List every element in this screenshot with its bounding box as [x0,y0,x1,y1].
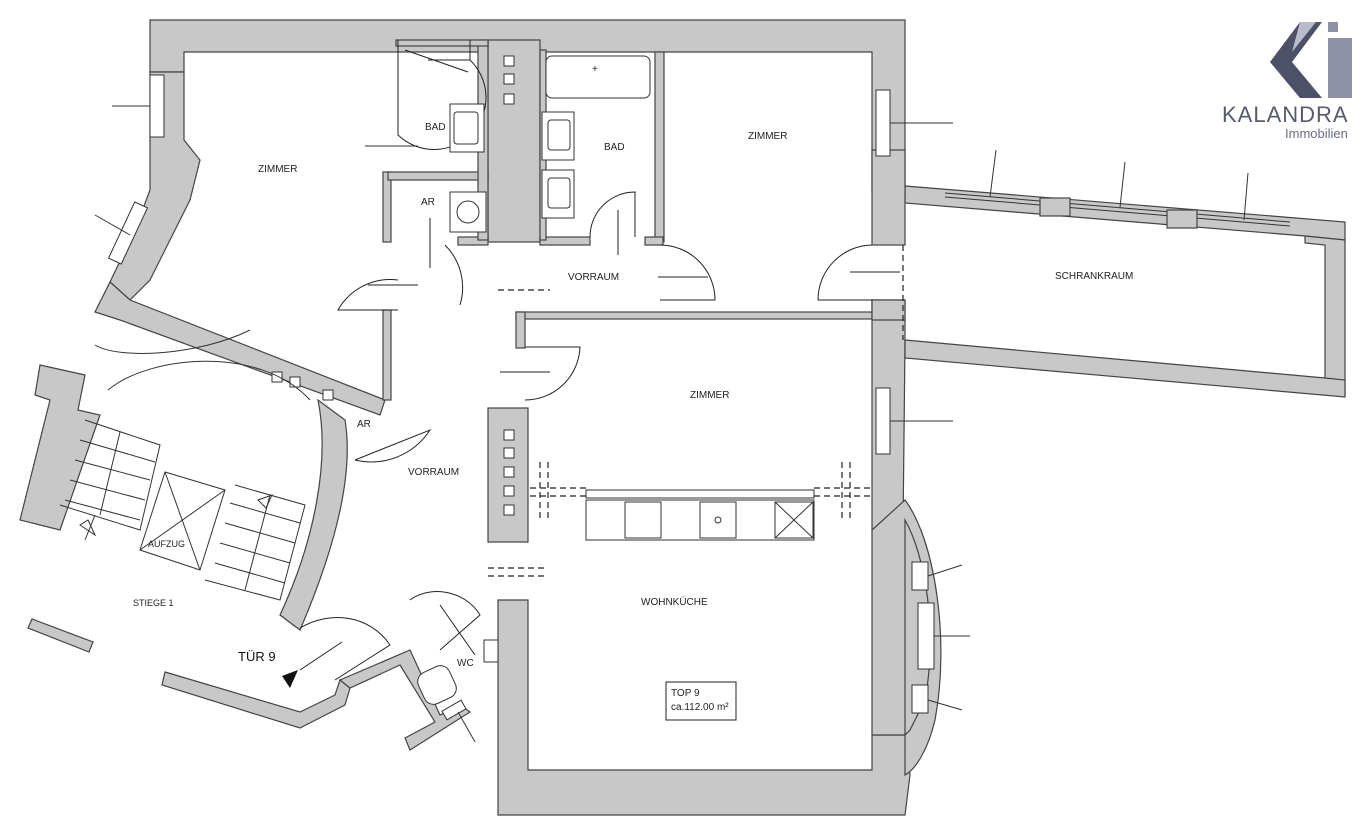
wall-part-12 [382,309,392,401]
entry-arrow-icon [282,670,298,688]
bathtub [545,55,651,99]
label-wohnkueche: WOHNKÜCHE [641,596,708,608]
wall-part-2 [515,311,526,349]
windows [94,74,1291,743]
wall-stair-left [19,364,101,531]
wall-schrank-bottom [904,339,1346,398]
toilet-wc [417,665,457,705]
label-bad-left: BAD [425,122,446,133]
window-zimmer-top [875,89,891,157]
room-labels: ZIMMER BAD AR BAD ZIMMER SCHRANKRAUM VOR… [133,122,1133,669]
wall-part-4 [387,171,489,181]
wall-door-frag [27,618,94,653]
brand-logo: KALANDRA Immobilien [1222,22,1352,141]
label-stiege: STIEGE 1 [133,598,174,608]
wall-stair-curve [279,398,348,631]
logo-mark-icon [1270,22,1322,98]
wall-part-8 [644,236,664,246]
window-bay-1 [911,561,929,591]
fixtures: + [271,55,815,705]
unit-area: ca.112.00 m² [671,702,729,713]
wall-schrank-right [1304,235,1346,396]
label-tuer: TÜR 9 [238,649,276,664]
window-left-top [149,74,165,138]
label-vorraum-top: VORRAUM [568,272,619,283]
label-zimmer-top: ZIMMER [748,131,787,142]
wall-part-1 [515,311,873,320]
label-ar-top: AR [421,197,435,208]
window-bay-3 [911,684,929,714]
window-bay-2 [917,602,935,670]
label-schrankraum: SCHRANKRAUM [1055,271,1133,282]
wall-part-10 [395,39,489,47]
wall-part-5 [457,236,489,246]
svg-text:+: + [592,64,598,75]
label-wc: WC [457,658,474,669]
label-zimmer-left: ZIMMER [258,164,297,175]
brand-name: KALANDRA [1222,102,1349,127]
label-vorraum-left: VORRAUM [408,467,459,478]
label-ar-lower: AR [357,419,371,430]
label-aufzug: AUFZUG [148,539,185,549]
dashed-lines [488,245,904,577]
wall-col-right [871,149,906,246]
wall-part-7 [539,236,591,246]
wall-diagonal [94,281,386,416]
window-zimmer-center [875,387,891,455]
label-bad-center: BAD [604,142,625,153]
brand-subtitle: Immobilien [1285,126,1348,141]
unit-name: TOP 9 [671,688,700,699]
wall-part-3 [382,171,392,243]
wall-schrank-top [904,185,1346,241]
unit-info-box: TOP 9 ca.112.00 m² [665,681,737,721]
wall-duct-top [487,39,541,243]
wall-part-6 [654,51,665,243]
wall-part-13 [871,299,906,321]
label-zimmer-center: ZIMMER [690,390,729,401]
shaft-vents [271,55,515,516]
wc-sink [483,639,499,663]
staircase [59,329,311,688]
wall-entry-lower [161,671,351,729]
walls [19,19,1346,816]
